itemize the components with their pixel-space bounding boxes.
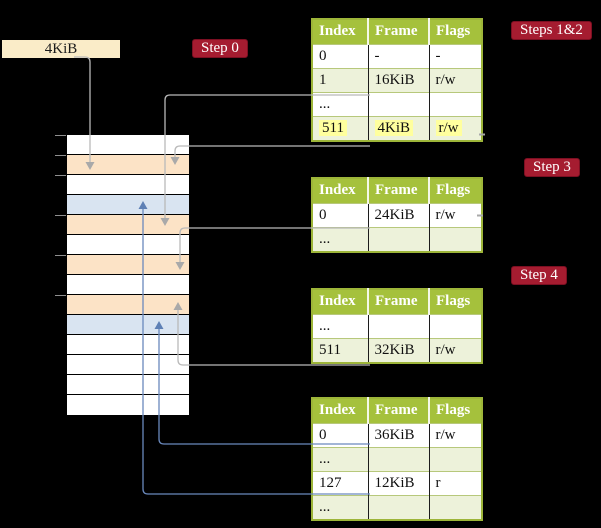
memory-frame-row-white [67,275,189,295]
memory-frame-row-white [67,235,189,255]
cell-flags [428,91,482,116]
table-row: 0 - - [312,43,482,68]
table-row: 1 16KiB r/w [312,67,482,92]
page-table-1: Index Frame Flags 0 - - 1 16KiB r/w ... … [311,18,483,142]
table-header-row: Index Frame Flags [312,19,482,44]
table-row: ... [312,91,482,116]
page-table-2: Index Frame Flags 0 24KiB r/w ... [311,177,483,253]
cell-frame: 4KiB [367,115,429,141]
cell-flags [428,494,482,520]
column-header-index: Index [312,178,368,203]
cell-index: ... [312,446,368,471]
table-row: ... [312,446,482,471]
table-header-row: Index Frame Flags [312,178,482,203]
memory-frame-row-orange [67,215,189,235]
table-row: 511 32KiB r/w [312,337,482,363]
column-header-index: Index [312,19,368,44]
memory-tick [55,255,66,256]
cell-frame: 32KiB [367,337,429,363]
table-row: 127 12KiB r [312,470,482,495]
column-header-index: Index [312,398,368,423]
memory-frame-row-white [67,175,189,195]
memory-tick [55,175,66,176]
cell-index: 1 [312,67,368,92]
memory-frame-row-orange [67,255,189,275]
cell-frame [367,226,429,252]
badge-steps-1-2: Steps 1&2 [511,21,592,40]
cell-index: 127 [312,470,368,495]
cell-index: ... [312,226,368,252]
cell-index: ... [312,313,368,338]
cell-frame [367,91,429,116]
table-row: ... [312,313,482,338]
cell-frame: 12KiB [367,470,429,495]
arrow-4kib-entry-to-frame [174,145,370,157]
cell-index: 0 [312,43,368,68]
cell-frame: 24KiB [367,202,429,227]
memory-frame-row-blue [67,315,189,335]
cell-index: 0 [312,202,368,227]
column-header-frame: Frame [367,19,429,44]
table-row: ... [312,226,482,252]
memory-frame-row-white [67,395,189,415]
cell-flags [428,313,482,338]
memory-frame-row-blue [67,195,189,215]
cell-frame [367,494,429,520]
badge-step-3: Step 3 [524,158,580,177]
cell-flags [428,226,482,252]
table-row: 0 36KiB r/w [312,422,482,447]
page-table-4: Index Frame Flags 0 36KiB r/w ... 127 12… [311,397,483,521]
table-row-highlighted: 511 4KiB r/w [312,115,482,141]
cell-index: 511 [312,115,368,141]
column-header-flags: Flags [428,19,482,44]
memory-frame-row-white [67,355,189,375]
cell-index: 0 [312,422,368,447]
table-row: 0 24KiB r/w [312,202,482,227]
table-header-row: Index Frame Flags [312,398,482,423]
cell-frame [367,313,429,338]
table-row: ... [312,494,482,520]
memory-frame-row-white [67,135,189,155]
memory-frame-row-orange [67,155,189,175]
memory-tick [55,135,66,136]
memory-frame-row-orange [67,295,189,315]
badge-step-0: Step 0 [192,39,248,58]
cell-frame [367,446,429,471]
cell-flags: r/w [428,422,482,447]
cell-index: ... [312,91,368,116]
column-header-flags: Flags [428,178,482,203]
column-header-flags: Flags [428,398,482,423]
column-header-frame: Frame [367,289,429,314]
cell-frame: - [367,43,429,68]
memory-column [66,134,190,416]
cell-flags: r/w [428,67,482,92]
memory-tick [55,155,66,156]
cell-flags [428,446,482,471]
memory-tick [55,295,66,296]
cell-index: ... [312,494,368,520]
page-table-3: Index Frame Flags ... 511 32KiB r/w [311,288,483,364]
badge-step-4: Step 4 [511,266,567,285]
cell-flags: r/w [428,202,482,227]
cell-flags: r/w [428,115,482,141]
column-header-index: Index [312,289,368,314]
cell-flags: - [428,43,482,68]
cell-frame: 16KiB [367,67,429,92]
cell-flags: r [428,470,482,495]
memory-frame-row-white [67,375,189,395]
memory-frame-row-white [67,335,189,355]
frame-size-label: 4KiB [2,40,120,58]
memory-tick [55,215,66,216]
cell-frame: 36KiB [367,422,429,447]
column-header-flags: Flags [428,289,482,314]
cell-flags: r/w [428,337,482,363]
column-header-frame: Frame [367,178,429,203]
table-header-row: Index Frame Flags [312,289,482,314]
cell-index: 511 [312,337,368,363]
column-header-frame: Frame [367,398,429,423]
